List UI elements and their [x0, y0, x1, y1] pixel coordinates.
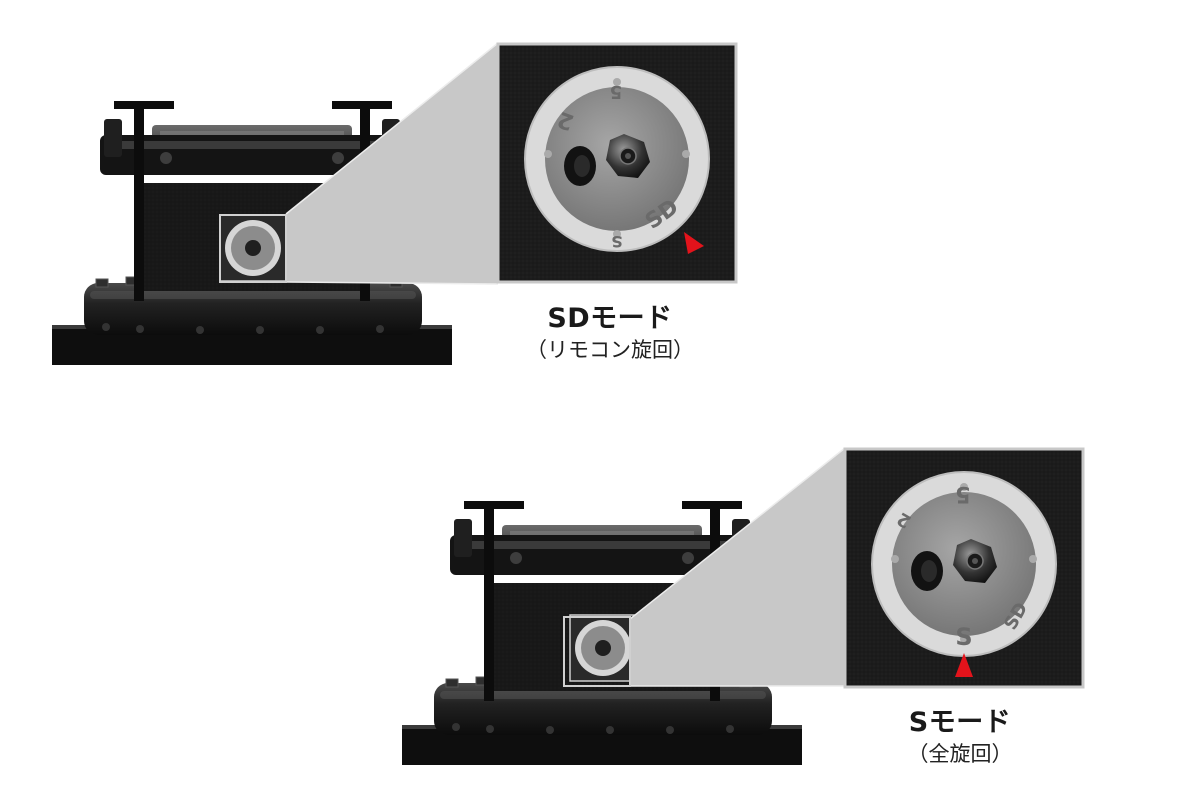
dial-zoom-sd: 2 5 SD S — [496, 42, 738, 284]
dial-label-5: 5 — [610, 81, 623, 102]
dial-label-s: S — [955, 623, 972, 651]
pointer-marker — [955, 653, 973, 677]
dial-zoom-s: 2 5 SD S — [843, 447, 1085, 689]
callout-wedge-sd — [286, 43, 498, 284]
mode-subtitle: （全旋回） — [907, 742, 1013, 766]
mode-subtitle: （リモコン旋回） — [526, 338, 694, 362]
pointer-marker — [684, 232, 704, 254]
caption-sd-mode: SDモード （リモコン旋回） — [520, 302, 700, 364]
mode-title: SDモード — [547, 303, 673, 334]
dial-label-s: S — [611, 232, 623, 251]
caption-s-mode: Sモード （全旋回） — [870, 706, 1050, 768]
dial-label-5: 5 — [955, 481, 970, 506]
callout-wedge-s — [630, 448, 845, 686]
mode-title: Sモード — [908, 707, 1012, 738]
